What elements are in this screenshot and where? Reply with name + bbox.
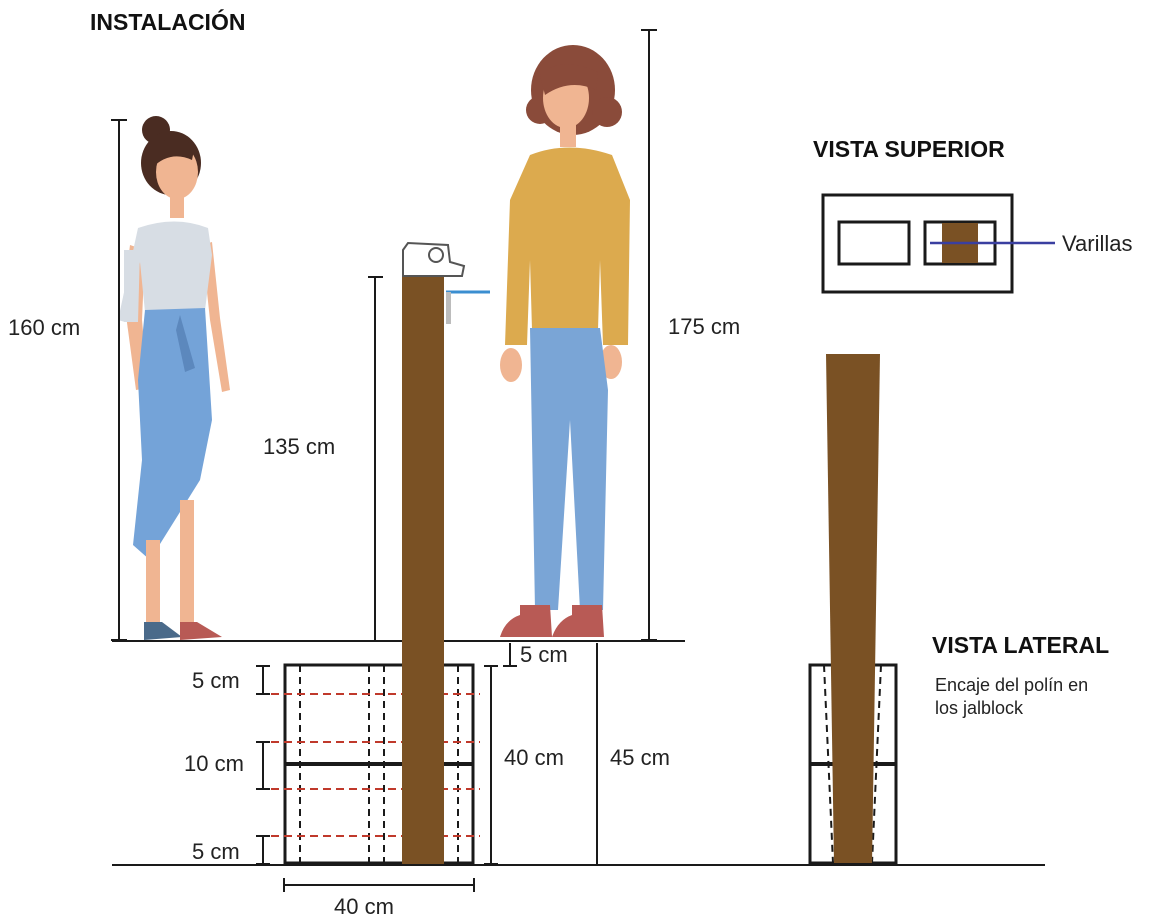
dispenser-icon: [402, 241, 490, 324]
side-view-diagram: [808, 354, 898, 865]
side-view-note-line2: los jalblock: [935, 698, 1024, 718]
label-5cm-bottom: 5 cm: [192, 839, 240, 864]
top-view-diagram: [821, 193, 1055, 294]
label-135cm: 135 cm: [263, 434, 335, 459]
dimension-5cm-top: [256, 665, 270, 695]
dimension-10cm: [256, 741, 270, 790]
woman-left-figure: [118, 116, 230, 640]
label-5cm-top: 5 cm: [192, 668, 240, 693]
side-view-note-line1: Encaje del polín en: [935, 675, 1088, 695]
dimension-40cm-width: [283, 878, 475, 892]
label-40cm-width: 40 cm: [334, 894, 394, 919]
woman-right-figure: [500, 45, 630, 637]
wood-post-buried: [402, 641, 444, 864]
top-view-title: VISTA SUPERIOR: [813, 136, 1005, 162]
dimension-5cm-gap: [503, 643, 517, 667]
label-45cm: 45 cm: [610, 745, 670, 770]
label-175cm: 175 cm: [668, 314, 740, 339]
dimension-135: [368, 276, 383, 640]
label-varillas: Varillas: [1062, 231, 1133, 256]
dimension-40cm-height: [484, 665, 498, 865]
side-view-title: VISTA LATERAL: [932, 632, 1109, 658]
label-160cm: 160 cm: [8, 315, 80, 340]
label-40cm-height: 40 cm: [504, 745, 564, 770]
dimension-160: [111, 119, 127, 641]
label-10cm: 10 cm: [184, 751, 244, 776]
dimension-5cm-bottom: [256, 835, 270, 865]
label-5cm-gap: 5 cm: [520, 642, 568, 667]
page-title: INSTALACIÓN: [90, 8, 245, 35]
dimension-175: [641, 29, 657, 641]
jalblock-front: [258, 663, 480, 865]
